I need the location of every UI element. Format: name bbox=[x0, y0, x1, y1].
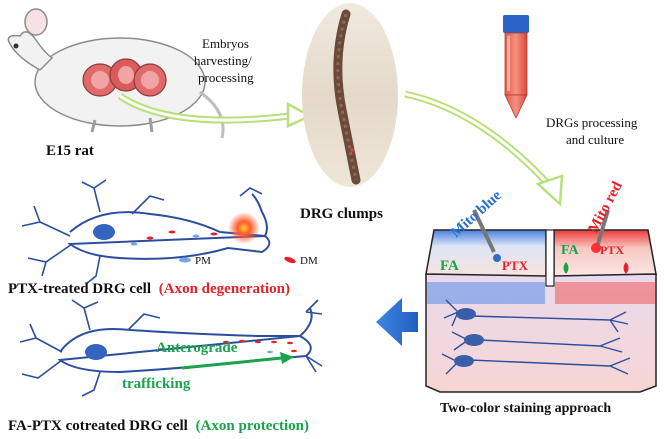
embryos-line-3: processing bbox=[198, 70, 254, 85]
embryo-sacs bbox=[82, 58, 167, 97]
big-left-arrow bbox=[376, 298, 418, 346]
neuron-fa-ptx-nucleus bbox=[85, 344, 107, 360]
ptx-left-label: PTX bbox=[502, 258, 529, 273]
mito-red-label: Mito red bbox=[585, 178, 626, 235]
dm-label: DM bbox=[300, 255, 318, 267]
ptx-cell-label: PTX-treated DRG cell (Axon degeneration) bbox=[8, 281, 290, 297]
fa-ptx-cell-label: FA-PTX cotreated DRG cell (Axon protecti… bbox=[8, 418, 309, 434]
neuron-ptx-nucleus bbox=[93, 224, 115, 240]
approach-label: Two-color staining approach bbox=[440, 401, 611, 416]
trafficking-label: trafficking bbox=[122, 376, 191, 392]
pm-marker bbox=[179, 257, 191, 263]
pipette-blue bbox=[472, 209, 501, 262]
drgs-step-text: DRGs processing and culture bbox=[546, 115, 641, 147]
drgs-line-1: DRGs processing bbox=[546, 115, 638, 130]
pm-label: PM bbox=[195, 255, 211, 267]
arrow-clumps-to-chamber bbox=[404, 90, 564, 207]
drop-red bbox=[623, 262, 629, 274]
embryos-step-text: Embryos harvesting/ processing bbox=[194, 36, 255, 85]
pipette-red bbox=[591, 209, 610, 253]
fa-right-label: FA bbox=[561, 243, 580, 258]
neuron-ptx bbox=[21, 179, 271, 285]
drop-green bbox=[563, 262, 569, 274]
embryos-line-1: Embryos bbox=[202, 36, 249, 51]
degeneration-glow bbox=[228, 212, 260, 244]
rat-label: E15 rat bbox=[46, 143, 94, 159]
neuron-fa-ptx bbox=[19, 299, 323, 397]
fa-ptx-cell-note: (Axon protection) bbox=[196, 418, 309, 434]
mito-markers-ptx bbox=[130, 230, 218, 246]
fa-left-label: FA bbox=[440, 258, 459, 274]
embryos-line-2: harvesting/ bbox=[194, 53, 252, 68]
trafficking-arrow bbox=[181, 352, 294, 370]
anterograde-label: Anterograde bbox=[156, 340, 238, 356]
ptx-cell-title: PTX-treated DRG cell bbox=[8, 281, 151, 297]
dm-marker bbox=[284, 256, 296, 264]
ptx-cell-note: (Axon degeneration) bbox=[159, 281, 290, 297]
ptx-right-label: PTX bbox=[600, 243, 624, 257]
neuron-ptx-dendrites bbox=[21, 179, 263, 285]
drgs-line-2: and culture bbox=[566, 132, 624, 147]
rat-illustration bbox=[7, 8, 225, 139]
culture-chamber bbox=[425, 229, 657, 393]
fa-ptx-cell-title: FA-PTX cotreated DRG cell bbox=[8, 418, 188, 434]
drg-clump-photo bbox=[302, 3, 398, 187]
falcon-tube bbox=[503, 15, 529, 119]
mito-markers-fa-ptx bbox=[223, 339, 297, 354]
drg-clumps-label: DRG clumps bbox=[300, 206, 383, 222]
neuron-fa-ptx-dendrites bbox=[19, 299, 323, 397]
arrow-rat-to-clumps bbox=[118, 93, 313, 128]
